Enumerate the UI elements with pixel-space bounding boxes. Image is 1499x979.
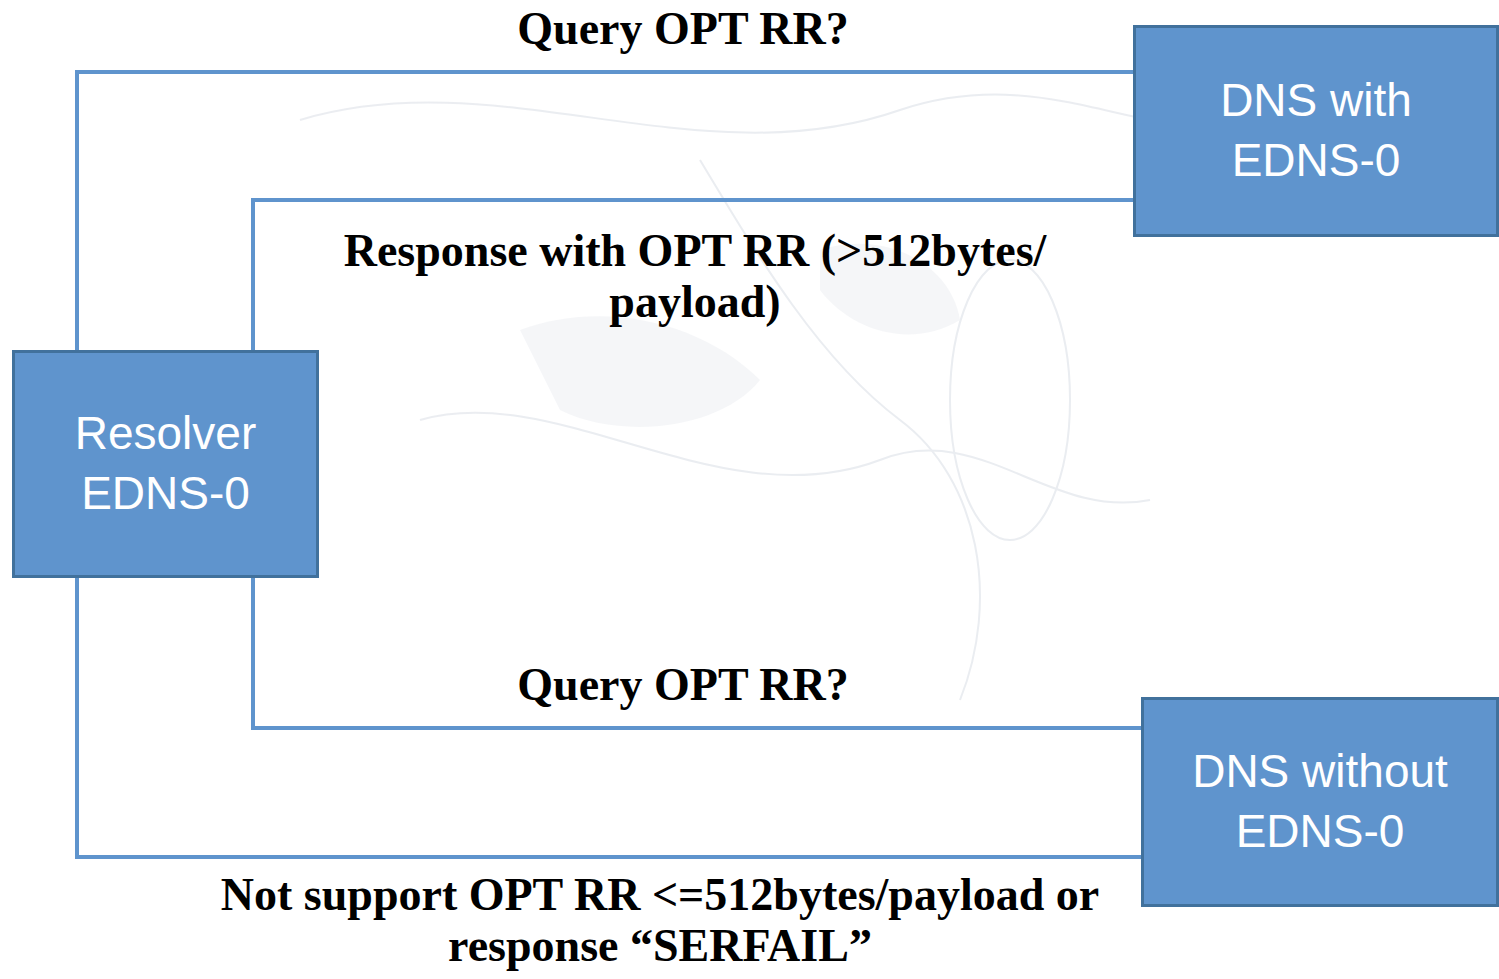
server-box: Resolver EDNS-0 — [12, 350, 319, 578]
server-box: DNS without EDNS-0 — [1141, 697, 1499, 907]
message-line — [77, 578, 1141, 857]
box-label: DNS with EDNS-0 — [1156, 71, 1476, 191]
box-label: Resolver EDNS-0 — [35, 404, 296, 524]
message-line — [253, 200, 1133, 350]
message-label: Query OPT RR? — [383, 660, 983, 711]
box-label: DNS without EDNS-0 — [1160, 742, 1480, 862]
server-box: DNS with EDNS-0 — [1133, 25, 1499, 237]
message-label: Query OPT RR? — [383, 4, 983, 55]
message-label: Not support OPT RR <=512bytes/payload or… — [210, 870, 1110, 971]
message-line — [253, 578, 1141, 728]
message-line — [77, 72, 1133, 350]
message-label: Response with OPT RR (>512bytes/ payload… — [310, 226, 1080, 327]
